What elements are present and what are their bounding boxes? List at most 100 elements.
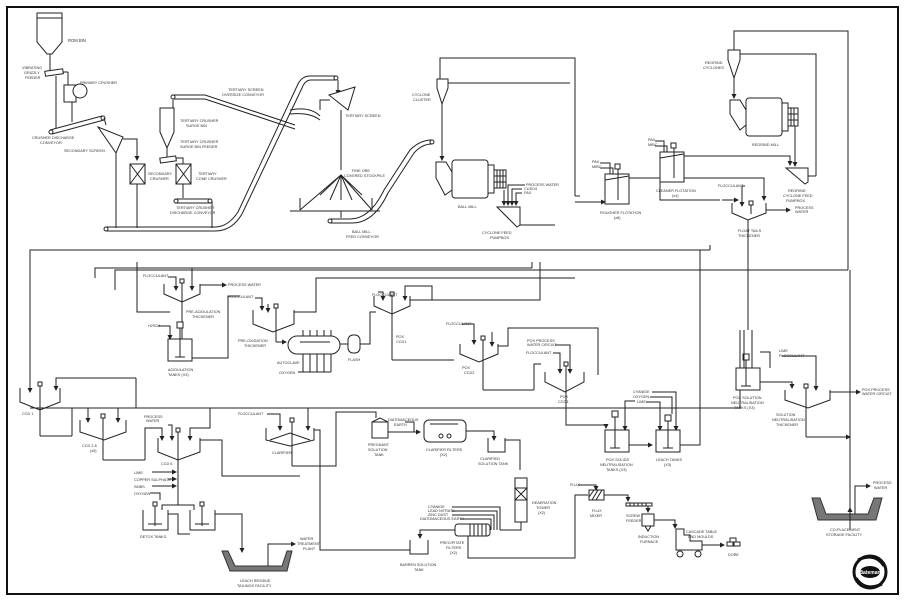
pox-ccd3-label-2: CCD3 (558, 400, 568, 404)
cascade-label-1: CASCADE TABLE (686, 530, 718, 534)
tcc-label-2: CONE CRUSHER (196, 177, 227, 181)
main-conveyor-to-screen (103, 75, 339, 232)
grizzly-label-1: VIBRATING (22, 66, 42, 70)
flux-label: FLUX (570, 483, 580, 487)
pot-label-1: PRE-OXIDATION (238, 339, 268, 343)
cascade-table (675, 528, 725, 558)
induction-furnace (641, 513, 678, 532)
cdc-label-1: CRUSHER DISCHARGE (32, 136, 75, 140)
rougher-label-1: ROUGHER FLOTATION (600, 211, 641, 215)
pst-label-3: TANK (374, 453, 384, 457)
bst-label-1: BARREN SOLUTION (400, 563, 437, 567)
solution-neutralisation-thickener (760, 270, 861, 530)
co-pw-label-1: PROCESS (873, 481, 892, 485)
lrtf-label-1: LEACH RESIDUE (240, 579, 271, 583)
cleaner-label-2: (x4) (672, 194, 679, 198)
cyclone-cluster-label-2: CLUSTER (413, 98, 431, 102)
cyclone-feed-pumpbox (495, 206, 555, 228)
pre-acid-pw-label: PROCESS WATER (228, 283, 261, 287)
cfp-label-2: PUMPBOX (490, 236, 509, 240)
clarifier-label: CLARIFIER (272, 451, 292, 455)
tertiary-cone-crusher (175, 157, 192, 198)
acidulation-label-2: TANKS (X3) (168, 373, 189, 377)
detox-reagent-2: COPPER SULPHATE (134, 478, 171, 482)
ccd3-flocculant-label: FLOCCULANT (526, 351, 552, 355)
regrind-cyclones-label-2: CYCLONES (703, 66, 724, 70)
pox-ccd1-label-2: CCD1 (396, 340, 406, 344)
tcc-label-1: TERTIARY (198, 172, 217, 176)
acidulation-tanks (158, 295, 240, 362)
ball-mill (435, 159, 507, 199)
float-flocculant-label: FLOCCULANT (718, 184, 744, 188)
flux-mixer-label-1: FLUX (592, 509, 602, 513)
cyclone-cluster (436, 57, 576, 196)
psolnt-label-3: TANKS (X3) (734, 406, 755, 410)
pf-label-2: FILTERS (446, 546, 462, 550)
pox-ccd1-label-1: POX (396, 335, 404, 339)
leach-reagent-3: LIME (637, 400, 646, 404)
regrind-cyclones-label-1: REGRIND (705, 61, 723, 65)
clarifier-flocculant-label: FLOCCULANT (238, 412, 264, 416)
tcdc-label-1: TERTIARY CRUSHER (176, 206, 215, 210)
tertiary-crusher-discharge-conveyor (173, 198, 213, 228)
de-label-1: DIATOMACEOUS (388, 418, 419, 422)
ccd2-flocculant-label: FLOCCULANT (446, 322, 472, 326)
wtp-label-3: PLANT (303, 547, 316, 551)
ball-mill-feed-conveyor (327, 139, 435, 224)
rcfp-label-2: CYCLONE FEED (783, 194, 813, 198)
company-logo (852, 554, 888, 590)
float-pw-label-1: PROCESS (795, 206, 814, 210)
pre-acidulation-thickener (136, 262, 227, 340)
pox-ccd2 (459, 323, 599, 391)
h2so4-label: H2SO4 (148, 324, 160, 328)
dore-bars (726, 537, 741, 547)
ball-mill-label: BALL MILL (458, 205, 477, 209)
pat-label-1: PRE-ACIDULATION (186, 310, 221, 314)
ftt-label-2: THICKENER (738, 234, 760, 238)
merrill-reagent-lines (452, 506, 501, 530)
pox-pw-circuit-label-1: POX PROCESS (527, 339, 555, 343)
bmfc-label-2: FEED CONVEYOR (346, 235, 379, 239)
clarifier-filters (405, 419, 497, 443)
pst-label-1: PREGNANT (368, 443, 390, 447)
ccd26-label-1: CCD 2-6 (82, 444, 97, 448)
ftt-label-1: FLOAT TAILS (738, 229, 762, 233)
secondary-crusher-label-2: CRUSHER (150, 177, 169, 181)
secondary-screen (96, 117, 140, 228)
cf-label-2: (X2) (440, 453, 448, 457)
flux-mixer (578, 484, 631, 502)
cdc-label-2: CONVEYOR (40, 141, 62, 145)
pox-ccd1 (373, 262, 541, 361)
tso-label-2: OVERSIZE CONVEYOR (222, 93, 264, 97)
detox-tanks-label: DETOX TANKS (140, 535, 167, 539)
co-placement-storage-facility (811, 483, 883, 530)
crusher-discharge-conveyor (48, 76, 106, 135)
ccd-pw-label-1: PROCESS (144, 415, 163, 419)
pox-ccd3-label-1: POX (560, 395, 568, 399)
dt-label-3: (X2) (538, 511, 546, 515)
return-lines (29, 245, 848, 385)
cleaner-reagent-1: PAX (648, 138, 656, 142)
ccd26-label-2: (x5) (90, 449, 97, 453)
psnt-label-3: TANKS (X3) (606, 468, 627, 472)
rougher-reagent-2: MIBC (592, 165, 602, 169)
tcsb-label-2: SURGE BIN (186, 124, 207, 128)
cleaner-flotation (655, 140, 793, 201)
furnace-label-2: FURNACE (640, 540, 659, 544)
rcfp-label-1: REGRIND (788, 189, 806, 193)
logo-text: Bateman (859, 570, 880, 576)
furnace-label-1: INDUCTION (638, 535, 659, 539)
solution-return-line (30, 385, 741, 409)
regrind-cyclone-feed-pumpbox (784, 167, 816, 185)
sn-pw-label-2: WATER CIRCUIT (862, 392, 892, 396)
pox-solution-neutralisation-tanks (735, 330, 795, 391)
tertiary-screen-oversize-conveyor (170, 94, 296, 130)
secondary-crusher (129, 163, 146, 228)
dt-label-1: DEAERATION (532, 501, 557, 505)
wtp-label-2: TREATMENT (297, 542, 321, 546)
oxygen-autoclave-label: OXYGEN (279, 371, 296, 375)
psolnt-label-2: NEUTRALISATION (731, 401, 764, 405)
ccd1-label: CCD 1 (22, 412, 33, 416)
detox-tanks (142, 500, 245, 553)
pst-label-2: SOLUTION (368, 448, 388, 452)
